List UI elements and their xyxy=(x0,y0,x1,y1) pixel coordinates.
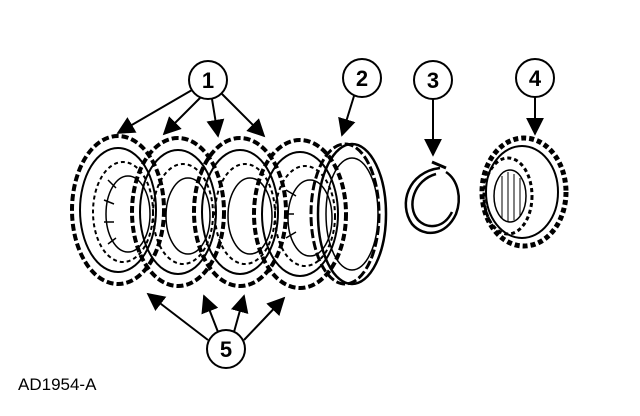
callout-1-leader-b xyxy=(162,97,201,136)
callout-2-label: 2 xyxy=(356,66,368,91)
callout-5: 5 xyxy=(146,292,286,369)
callout-5-leader-a xyxy=(146,292,209,341)
clutch-plate-a xyxy=(70,134,166,286)
callout-1-leader-c xyxy=(206,98,225,138)
clutch-plate-b xyxy=(130,136,226,288)
gear xyxy=(479,135,569,249)
callout-1-leader-d xyxy=(221,93,266,138)
clutch-plate-stack xyxy=(70,134,348,290)
callout-5-leader-b xyxy=(201,294,219,333)
figure-id: AD1954-A xyxy=(18,375,97,394)
callout-1-leader-a xyxy=(116,89,193,134)
callout-1-label: 1 xyxy=(202,68,214,93)
callout-5-label: 5 xyxy=(220,337,232,362)
callout-4-label: 4 xyxy=(529,66,542,91)
callout-1: 1 xyxy=(116,60,266,138)
callout-5-leader-d xyxy=(243,296,286,341)
clutch-plate-c xyxy=(192,136,288,288)
callout-3: 3 xyxy=(413,60,453,157)
pressure-plate xyxy=(309,142,388,286)
callout-4: 4 xyxy=(515,58,555,136)
snap-ring xyxy=(404,160,460,235)
callout-2-leader xyxy=(338,95,356,137)
callout-3-label: 3 xyxy=(427,68,439,93)
callout-5-leader-c xyxy=(230,294,249,333)
callout-2: 2 xyxy=(338,58,382,137)
clutch-plate-d xyxy=(252,138,348,290)
